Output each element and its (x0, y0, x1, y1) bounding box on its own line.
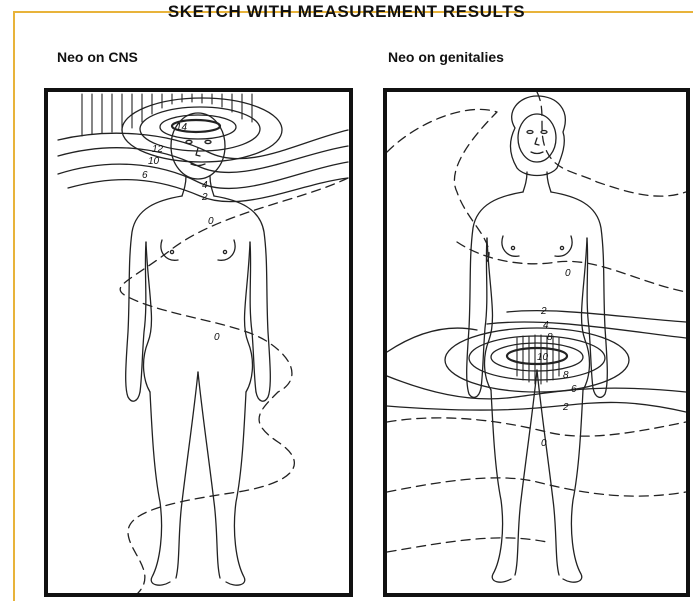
contour-value: 8 (563, 370, 569, 381)
contour-lines (58, 98, 348, 593)
contour-value: 12 (152, 144, 164, 155)
frame-rule-left (13, 11, 15, 601)
contour-value: 8 (547, 332, 553, 343)
contour-value: 2 (201, 192, 208, 203)
contour-value: 10 (148, 156, 160, 167)
sketch-panel-genitalies: 0 2 4 8 10 8 6 2 0 (383, 88, 690, 597)
contour-value: 2 (562, 402, 569, 413)
figure-outline (126, 113, 271, 585)
contour-value: 4 (202, 180, 208, 191)
contour-value: 2 (540, 306, 547, 317)
panel-label-genitalies: Neo on genitalies (388, 49, 504, 65)
panel-label-cns: Neo on CNS (57, 49, 138, 65)
contour-value: 0 (541, 438, 547, 449)
body-sketch-genitalies: 0 2 4 8 10 8 6 2 0 (387, 92, 686, 593)
contour-value: 0 (214, 332, 220, 343)
contour-value: 6 (571, 384, 577, 395)
contour-value: 6 (142, 170, 148, 181)
contour-values: 14 12 10 6 4 2 0 0 (142, 122, 220, 343)
sketch-panel-cns: 14 12 10 6 4 2 0 0 (44, 88, 353, 597)
contour-value: 0 (565, 268, 571, 279)
page-title: SKETCH WITH MEASUREMENT RESULTS (0, 2, 693, 22)
contour-value: 10 (537, 352, 549, 363)
contour-value: 0 (208, 216, 214, 227)
body-sketch-cns: 14 12 10 6 4 2 0 0 (48, 92, 349, 593)
figure-outline (467, 96, 608, 582)
contour-value: 4 (543, 320, 549, 331)
contour-value: 14 (176, 122, 188, 133)
hatching-region (82, 94, 252, 136)
